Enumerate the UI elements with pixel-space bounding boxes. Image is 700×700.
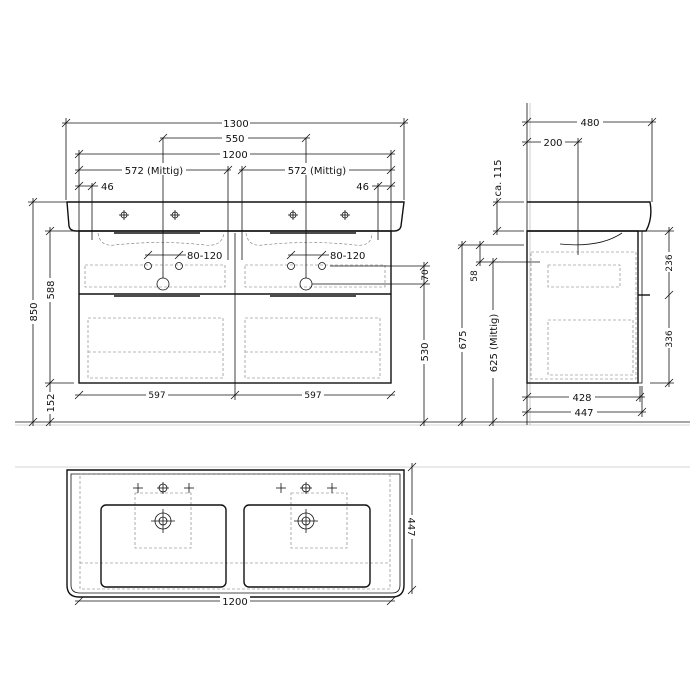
dim-597-right: 597 [304, 391, 321, 401]
top-view: 1200 447 [15, 462, 690, 608]
dim-58: 58 [470, 270, 480, 282]
dim-625-mittig: 625 (Mittig) [489, 314, 500, 373]
dim-530: 530 [420, 342, 431, 361]
taps-top [133, 482, 337, 494]
dim-447-side: 447 [574, 408, 593, 419]
dim-1300: 1300 [223, 119, 248, 130]
basin-front [66, 201, 405, 232]
dim-588: 588 [46, 280, 57, 299]
basin-top-outline [66, 469, 405, 598]
dim-1200-top: 1200 [222, 597, 247, 608]
dim-200: 200 [543, 138, 562, 149]
dim-80-120-right: 80-120 [330, 251, 365, 262]
dim-46-left: 46 [101, 182, 114, 193]
tap-holes [119, 210, 350, 220]
dim-336: 336 [665, 330, 675, 347]
dim-447-top: 447 [405, 517, 416, 536]
dim-46-right: 46 [356, 182, 369, 193]
bowl-right [243, 504, 371, 588]
dim-1200: 1200 [222, 150, 247, 161]
bowl-left [100, 504, 227, 588]
drains-top [151, 509, 318, 533]
dim-ca-115: ca. 115 [493, 159, 504, 196]
dim-850: 850 [29, 302, 40, 321]
dim-675: 675 [458, 330, 469, 349]
dim-597-left: 597 [148, 391, 165, 401]
dim-428: 428 [572, 393, 591, 404]
dim-572-left: 572 (Mittig) [125, 166, 184, 177]
side-view: 480 200 ca. 115 675 58 625 (Mittig) 236 … [457, 103, 675, 427]
basin-side [527, 201, 652, 232]
dim-480: 480 [580, 118, 599, 129]
dim-152: 152 [46, 393, 57, 412]
dim-80-120-left: 80-120 [187, 251, 222, 262]
dim-572-right: 572 (Mittig) [288, 166, 347, 177]
dim-236: 236 [665, 254, 675, 271]
front-view: 1300 550 1200 572 (Mittig) 572 (Mittig) … [28, 116, 431, 427]
dim-70: 70 [421, 269, 431, 281]
dim-550: 550 [225, 134, 244, 145]
cabinet-side [526, 230, 639, 384]
